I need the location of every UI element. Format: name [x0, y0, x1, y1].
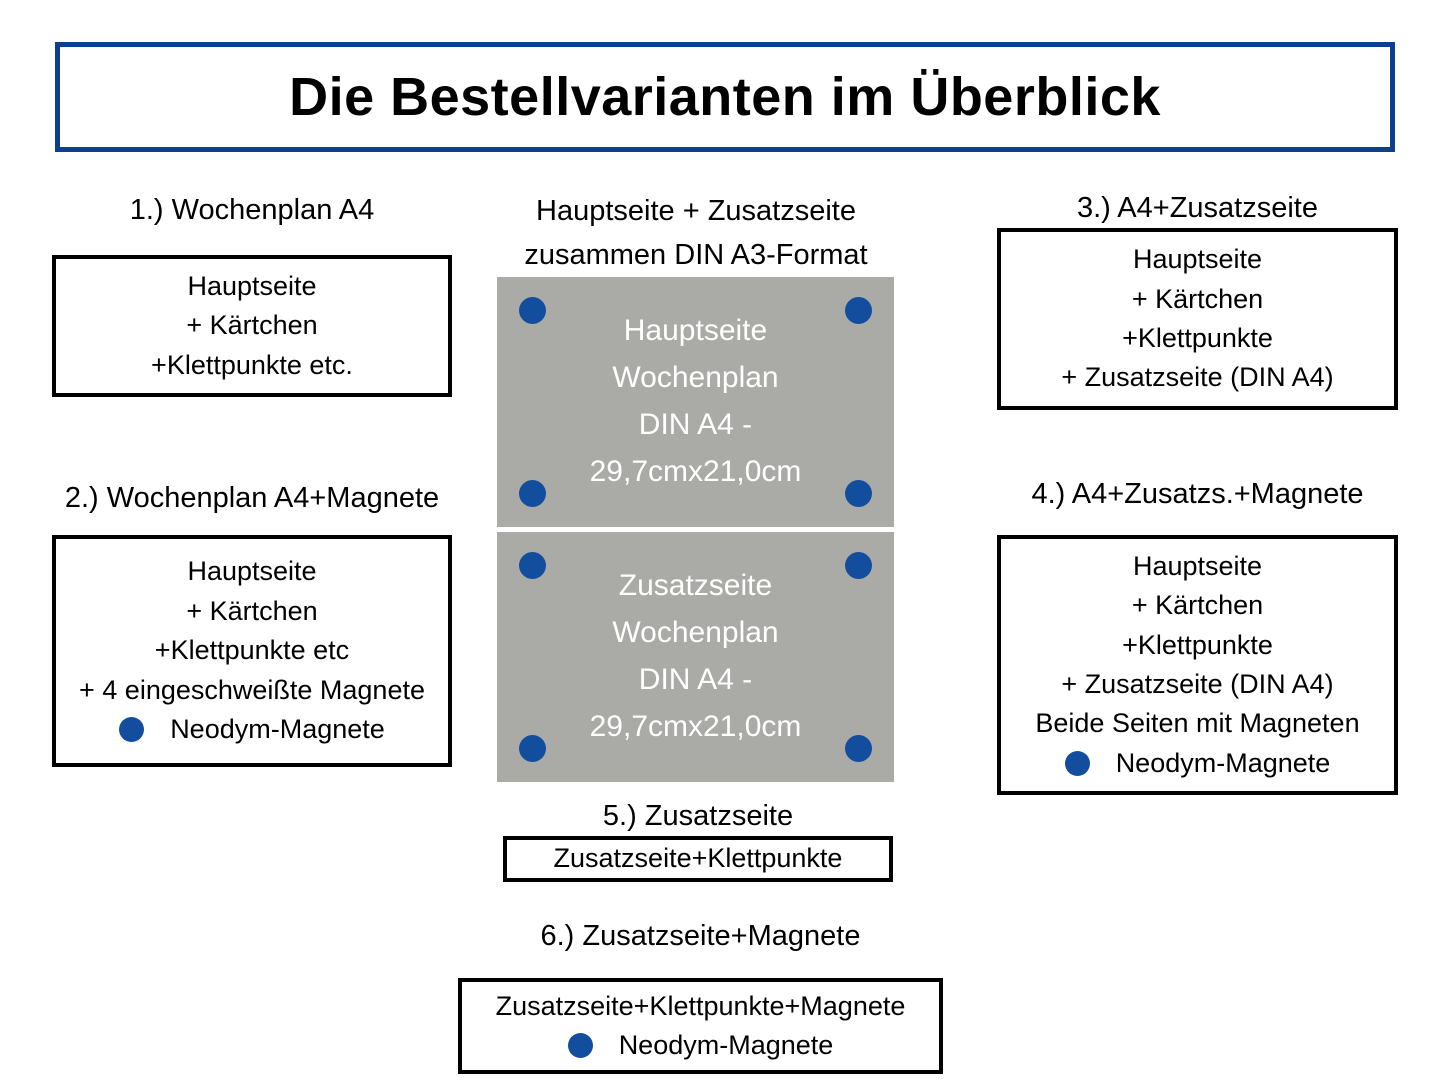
variant-4-line-4: + Zusatzseite (DIN A4) — [1061, 669, 1334, 699]
variant-6-heading: 6.) Zusatzseite+Magnete — [540, 920, 861, 952]
corner-magnet-dot-icon-tl — [519, 297, 546, 324]
variant-5-box: Zusatzseite+Klettpunkte — [503, 836, 893, 882]
variant-4-line-1: Hauptseite — [1132, 550, 1263, 581]
hauptseite-line-2: Wochenplan — [612, 361, 779, 395]
zusatzseite-line-3: DIN A4 - — [638, 663, 753, 696]
variant-2-magnet-label: Neodym-Magnete — [170, 714, 385, 745]
hauptseite-line-4: 29,7cmx21,0cm — [589, 454, 802, 488]
corner-magnet-dot-icon-tl — [519, 552, 546, 579]
corner-magnet-dot-icon-br — [845, 480, 872, 507]
variant-2-line-1: Hauptseite — [187, 556, 317, 587]
title-banner: Die Bestellvarianten im Überblick — [55, 42, 1395, 152]
zusatzseite-page-mock: Zusatzseite Wochenplan DIN A4 - 29,7cmx2… — [497, 532, 894, 782]
corner-magnet-dot-icon-br — [845, 735, 872, 762]
variant-3-line-2: + Kärtchen — [1131, 283, 1264, 314]
variant-2-line-2: + Kärtchen — [186, 595, 318, 626]
variant-5-line-1: Zusatzseite+Klettpunkte — [553, 843, 843, 874]
corner-magnet-dot-icon-tr — [845, 297, 872, 324]
zusatzseite-line-1: Zusatzseite — [618, 569, 773, 603]
variant-4-line-5: Beide Seiten mit Magneten — [1035, 708, 1360, 739]
variant-1-heading: 1.) Wochenplan A4 — [129, 194, 375, 226]
hauptseite-line-3: DIN A4 - — [638, 408, 753, 441]
variant-6-line-1: Zusatzseite+Klettpunkte+Magnete — [495, 990, 906, 1021]
centre-caption-line-2: zusammen DIN A3-Format — [524, 238, 868, 271]
page-title: Die Bestellvarianten im Überblick — [289, 67, 1161, 127]
variant-2-line-3: +Klettpunkte etc — [154, 635, 350, 666]
variant-2-line-4: + 4 eingeschweißte Magnete — [79, 674, 425, 705]
variant-2-line-5: Neodym-Magnete — [119, 710, 385, 749]
neodym-magnet-dot-icon — [567, 1033, 593, 1059]
variant-3-heading: 3.) A4+Zusatzseite — [1077, 192, 1318, 224]
hauptseite-page-text: Hauptseite Wochenplan DIN A4 - 29,7cmx21… — [590, 308, 802, 495]
zusatzseite-line-2: Wochenplan — [612, 616, 779, 650]
variant-1-line-1: Hauptseite — [187, 270, 317, 301]
variant-6-line-2: Neodym-Magnete — [567, 1026, 834, 1065]
variant-3-box: Hauptseite + Kärtchen +Klettpunkte + Zus… — [997, 228, 1398, 410]
hauptseite-line-1: Hauptseite — [623, 314, 768, 348]
variant-3-line-3: +Klettpunkte — [1122, 323, 1273, 353]
variant-4-line-3: +Klettpunkte — [1122, 629, 1273, 660]
zusatzseite-page-text: Zusatzseite Wochenplan DIN A4 - 29,7cmx2… — [590, 563, 802, 750]
variant-4-line-6: Neodym-Magnete — [1064, 744, 1331, 783]
hauptseite-page-mock: Hauptseite Wochenplan DIN A4 - 29,7cmx21… — [497, 277, 894, 527]
variant-1-line-3: +Klettpunkte etc. — [151, 349, 353, 380]
variant-4-magnet-label: Neodym-Magnete — [1115, 747, 1331, 778]
variant-3-line-4: + Zusatzseite (DIN A4) — [1061, 362, 1334, 393]
variant-4-box: Hauptseite + Kärtchen +Klettpunkte + Zus… — [997, 535, 1398, 795]
variant-2-box: Hauptseite + Kärtchen +Klettpunkte etc +… — [52, 535, 452, 767]
corner-magnet-dot-icon-bl — [519, 480, 546, 507]
neodym-magnet-dot-icon — [119, 717, 145, 743]
variant-5-heading: 5.) Zusatzseite — [602, 800, 794, 832]
zusatzseite-line-4: 29,7cmx21,0cm — [589, 709, 802, 743]
variant-1-line-2: + Kärtchen — [186, 310, 318, 341]
variant-6-box: Zusatzseite+Klettpunkte+Magnete Neodym-M… — [458, 978, 943, 1074]
variant-4-heading: 4.) A4+Zusatzs.+Magnete — [1031, 478, 1364, 510]
corner-magnet-dot-icon-tr — [845, 552, 872, 579]
centre-caption-line-1: Hauptseite + Zusatzseite — [536, 195, 856, 227]
variant-3-line-1: Hauptseite — [1132, 244, 1263, 275]
variant-6-magnet-label: Neodym-Magnete — [618, 1030, 834, 1060]
centre-caption: Hauptseite + Zusatzseite zusammen DIN A3… — [478, 190, 914, 277]
corner-magnet-dot-icon-bl — [519, 735, 546, 762]
neodym-magnet-dot-icon — [1064, 751, 1090, 777]
variant-1-box: Hauptseite + Kärtchen +Klettpunkte etc. — [52, 255, 452, 397]
variant-4-line-2: + Kärtchen — [1131, 590, 1264, 621]
variant-2-heading: 2.) Wochenplan A4+Magnete — [64, 482, 440, 514]
